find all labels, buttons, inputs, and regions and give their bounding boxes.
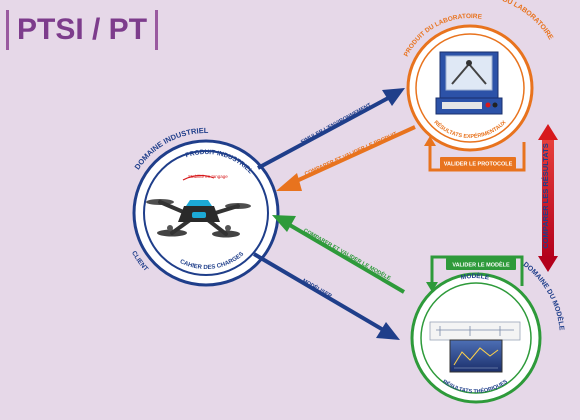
validate-model-arrowhead-icon [426, 282, 438, 292]
modelize-arrowhead-icon [376, 322, 400, 340]
page-title: PTSI / PT [6, 10, 159, 50]
model-inner-ring [420, 282, 532, 394]
laboratory-inner-ring [415, 33, 525, 143]
validate-protocol-arrowhead-icon [424, 136, 436, 146]
modelize-label: MODÉLISER [301, 278, 332, 300]
industrial-inner-ring [143, 150, 269, 276]
compare-model-label: COMPARER ET VALIDER LE MODÈLE [302, 228, 392, 283]
validate-model-badge [446, 258, 516, 270]
drone-annotation: Stabilité en tangage [188, 174, 228, 179]
industrial-domain: DOMAINE INDUSTRIEL PRODUIT INDUSTRIEL CA… [130, 126, 280, 287]
drone-image: Stabilité en tangage [146, 174, 251, 238]
compare-results-up-icon [538, 124, 558, 140]
validate-model-label: VALIDER LE MODÈLE [452, 261, 510, 269]
validate-protocol-loop: VALIDER LE PROTOCOLE [424, 136, 526, 172]
validate-model-loop: VALIDER LE MODÈLE [426, 255, 524, 292]
simulate-arrowhead-icon [382, 88, 405, 106]
simulation-screenshot-image [429, 321, 521, 373]
compare-results-arrow: COMPARER LES RÉSULTATS [538, 124, 558, 272]
validate-protocol-badge [440, 157, 516, 169]
compare-results-label: COMPARER LES RÉSULTATS [541, 143, 550, 248]
model-name-label: MODÈLE [460, 271, 490, 282]
compare-results-down-icon [538, 256, 558, 272]
compare-product-arrowhead-icon [276, 173, 302, 191]
simulate-arrow: SIMULER L'ENVIRONNEMENT [257, 88, 405, 170]
validate-protocol-label: VALIDER LE PROTOCOLE [444, 162, 513, 168]
compare-model-arrowhead-icon [272, 215, 296, 232]
pitch-arc-icon [182, 174, 215, 181]
modelize-arrow: MODÉLISER [252, 252, 400, 340]
simulate-label: SIMULER L'ENVIRONNEMENT [300, 102, 373, 146]
compare-product-arrow: COMPARER ET VALIDER LE PRODUIT [276, 125, 416, 191]
laboratory-domain: DOMAINE DU LABORATOIRE PRODUIT DU LABORA… [403, 0, 554, 152]
lab-bench-image [435, 51, 503, 115]
compare-model-arrow: COMPARER ET VALIDER LE MODÈLE [272, 215, 406, 294]
